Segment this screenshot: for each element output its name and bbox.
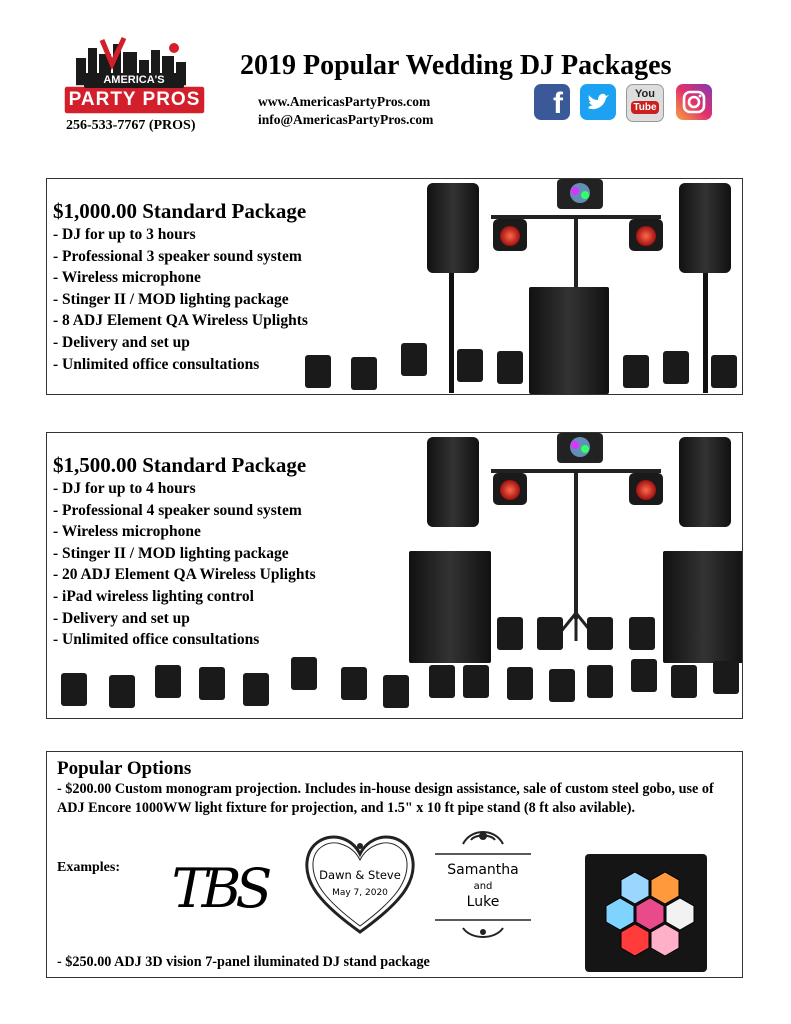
- examples-label: Examples:: [57, 860, 120, 875]
- options-title: Popular Options: [57, 758, 192, 779]
- dj-stand-option: - $250.00 ADJ 3D vision 7-panel iluminat…: [57, 954, 430, 970]
- equipment-image: [305, 179, 737, 394]
- dj-stand-image: [585, 854, 707, 972]
- list-item: - DJ for up to 4 hours: [53, 480, 196, 497]
- package-title: $1,000.00 Standard Package: [53, 199, 307, 223]
- company-logo: AMERICA'S PARTY PROS: [62, 36, 207, 116]
- list-item: - Stinger II / MOD lighting package: [53, 544, 289, 562]
- list-item: - 8 ADJ Element QA Wireless Uplights: [53, 312, 308, 330]
- list-item: - Wireless microphone: [53, 269, 201, 287]
- phone-number: 256-533-7767 (PROS): [66, 118, 196, 133]
- list-item: - Delivery and set up: [53, 609, 190, 627]
- logo-text-top: AMERICA'S: [103, 74, 165, 86]
- monogram-example-2: Dawn & Steve May 7, 2020: [301, 828, 419, 940]
- monogram-description: - $200.00 Custom monogram projection. In…: [57, 781, 714, 816]
- list-item: - 20 ADJ Element QA Wireless Uplights: [53, 566, 316, 584]
- list-item: - Professional 4 speaker sound system: [53, 501, 302, 519]
- youtube-icon[interactable]: You Tube: [626, 84, 664, 122]
- package-panel-1: $1,000.00 Standard Package - DJ for up t…: [46, 178, 743, 395]
- options-panel: Popular Options - $200.00 Custom monogra…: [46, 751, 743, 978]
- list-item: - DJ for up to 3 hours: [53, 226, 196, 243]
- logo-text-bottom: PARTY PROS: [68, 89, 201, 110]
- package-title: $1,500.00 Standard Package: [53, 453, 307, 477]
- list-item: - Stinger II / MOD lighting package: [53, 290, 289, 308]
- page-title: 2019 Popular Wedding DJ Packages: [240, 50, 672, 81]
- package-items: - DJ for up to 4 hours - Professional 4 …: [53, 478, 316, 651]
- heart-frame-icon: [305, 835, 415, 934]
- instagram-icon[interactable]: [676, 84, 712, 120]
- contact-info: www.AmericasPartyPros.com info@AmericasP…: [258, 93, 433, 129]
- list-item: - iPad wireless lighting control: [53, 587, 254, 605]
- list-item: - Professional 3 speaker sound system: [53, 247, 302, 265]
- package-panel-2: $1,500.00 Standard Package - DJ for up t…: [46, 432, 743, 719]
- website-link[interactable]: www.AmericasPartyPros.com: [258, 94, 431, 109]
- email-link[interactable]: info@AmericasPartyPros.com: [258, 112, 434, 127]
- list-item: - Unlimited office consultations: [53, 355, 260, 373]
- twitter-icon[interactable]: [580, 84, 616, 120]
- flourish-frame-icon: [435, 831, 531, 938]
- package-items: - DJ for up to 3 hours - Professional 3 …: [53, 224, 308, 375]
- monogram-example-1: TBS: [171, 857, 273, 920]
- facebook-icon[interactable]: f: [534, 84, 570, 120]
- list-item: - Wireless microphone: [53, 523, 201, 541]
- list-item: - Delivery and set up: [53, 333, 190, 351]
- equipment-image: [61, 433, 742, 708]
- monogram-example-3: Samantha and Luke: [427, 824, 539, 942]
- list-item: - Unlimited office consultations: [53, 631, 260, 649]
